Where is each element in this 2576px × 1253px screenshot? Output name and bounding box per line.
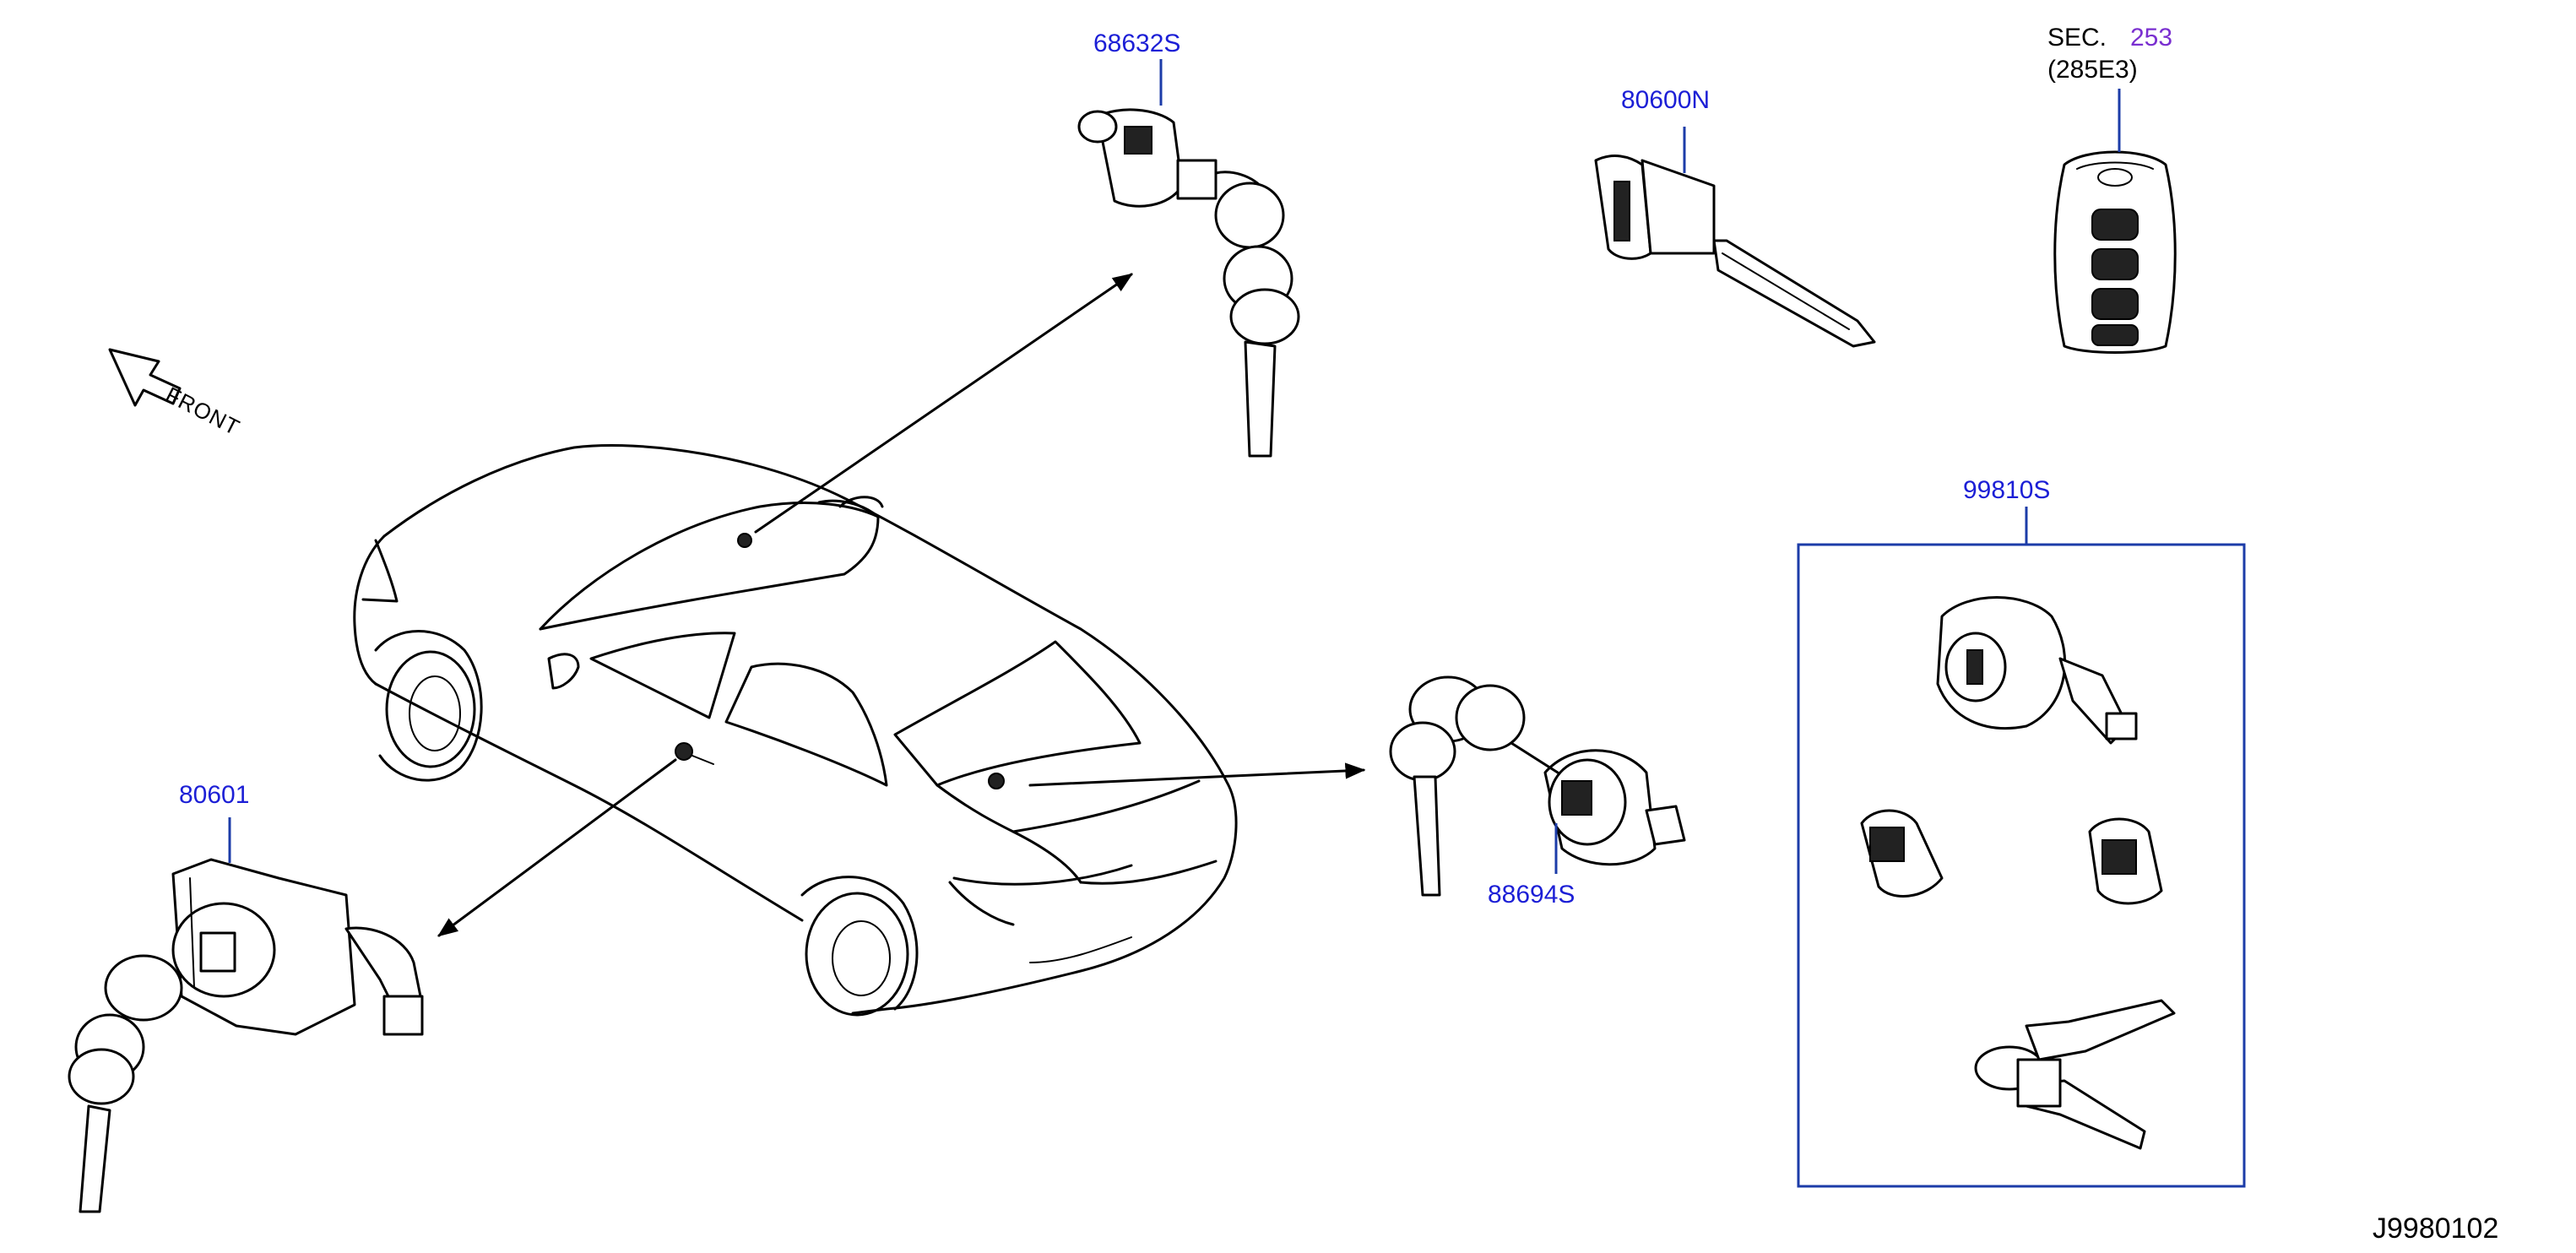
- part-number-68632s[interactable]: 68632S: [1093, 30, 1181, 57]
- front-arrow-icon: [108, 348, 182, 407]
- intelligent-key-fob: [2053, 150, 2177, 354]
- leader-arrows: [437, 273, 1366, 937]
- part-number-99810s[interactable]: 99810S: [1963, 476, 2051, 504]
- key-set-box: [1797, 543, 2246, 1188]
- door-lock-cylinder: [68, 858, 424, 1213]
- part-number-80601[interactable]: 80601: [179, 781, 250, 809]
- section-ref-number[interactable]: 253: [2130, 24, 2173, 52]
- trunk-lock-cylinder: [1389, 675, 1686, 897]
- drawing-id: J9980102: [2373, 1212, 2499, 1245]
- glove-box-lock-cylinder: [1077, 108, 1300, 458]
- section-ref-prefix: SEC.: [2047, 24, 2107, 52]
- callout-lines: [228, 59, 2121, 874]
- part-number-80600n[interactable]: 80600N: [1621, 86, 1711, 114]
- mechanical-key: [1594, 155, 1876, 348]
- car-illustration: [353, 444, 1238, 1017]
- part-number-88694s[interactable]: 88694S: [1488, 881, 1575, 909]
- section-ref-sub: (285E3): [2047, 56, 2138, 84]
